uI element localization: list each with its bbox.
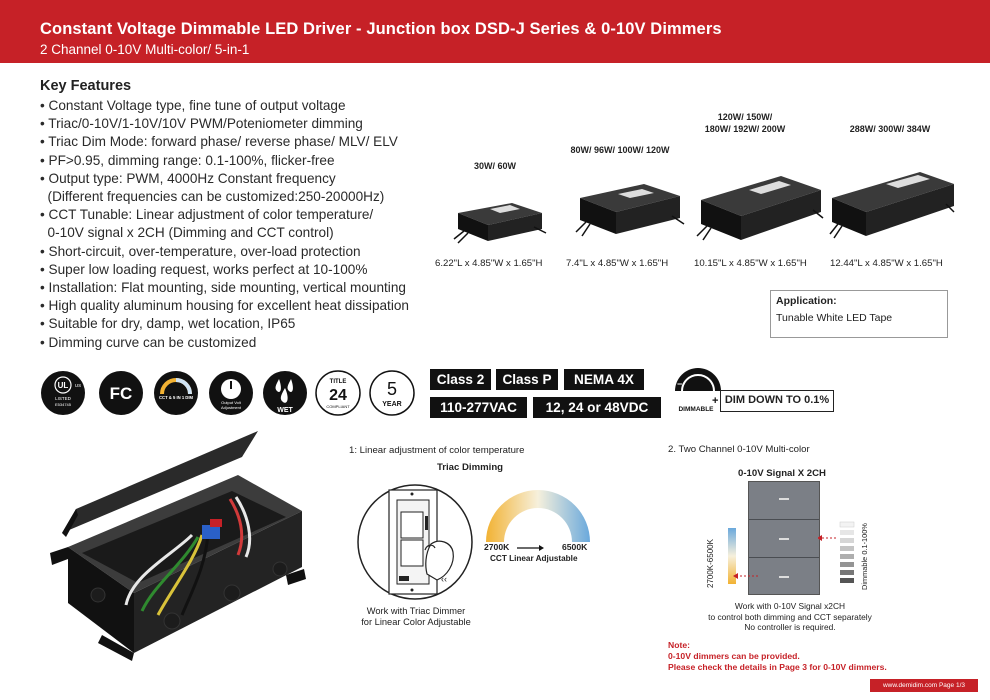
feature-item: • PF>0.95, dimming range: 0.1-100%, flic… <box>40 152 335 168</box>
product-30w-image <box>453 203 547 244</box>
page-header: Constant Voltage Dimmable LED Driver - J… <box>0 0 990 63</box>
svg-text:CCT & 5 IN 1 DIM: CCT & 5 IN 1 DIM <box>159 395 193 400</box>
product-4-dims: 12.44"L x 4.85"W x 1.65"H <box>830 258 943 269</box>
svg-text:TITLE: TITLE <box>330 379 347 385</box>
svg-text:E534745: E534745 <box>55 402 72 407</box>
dual-0-10v-dimmer <box>748 481 820 595</box>
feature-item: 0-10V signal x 2CH (Dimming and CCT cont… <box>40 225 334 241</box>
cct-linear-label: CCT Linear Adjustable <box>490 554 578 563</box>
svg-text:DIMMABLE: DIMMABLE <box>678 406 714 413</box>
svg-text:5: 5 <box>387 379 397 399</box>
feature-item: • Dimming curve can be customized <box>40 334 257 350</box>
svg-text:UL: UL <box>58 381 69 390</box>
section1-subtitle: Triac Dimming <box>436 462 504 473</box>
product-3-dims: 10.15"L x 4.85"W x 1.65"H <box>694 258 807 269</box>
output-volt-adjustment-icon: Output Volt Adjustment <box>209 371 253 415</box>
nema-badge: NEMA 4X <box>564 369 644 390</box>
feature-item: • Suitable for dry, damp, wet location, … <box>40 316 296 332</box>
cct-arc-icon <box>486 490 590 542</box>
svg-text:LISTED: LISTED <box>55 396 72 401</box>
junction-box-image <box>50 431 306 661</box>
product-120w-image <box>696 176 824 241</box>
svg-text:Adjustment: Adjustment <box>221 405 242 410</box>
product-288w-image <box>829 172 955 239</box>
svg-text:US: US <box>75 383 81 388</box>
output-voltage-badge: 12, 24 or 48VDC <box>533 397 661 418</box>
application-value: Tunable White LED Tape <box>776 312 893 324</box>
feature-item: • Constant Voltage type, fine tune of ou… <box>40 98 346 113</box>
feature-item: • Installation: Flat mounting, side moun… <box>40 280 406 296</box>
classp-badge: Class P <box>496 369 558 390</box>
key-features-list: • Constant Voltage type, fine tune of ou… <box>40 97 440 352</box>
feature-item: • Super low loading request, works perfe… <box>40 261 368 277</box>
feature-item: • CCT Tunable: Linear adjustment of colo… <box>40 207 374 223</box>
product-1-dims: 6.22"L x 4.85"W x 1.65"H <box>435 258 543 269</box>
wet-location-icon: WET <box>263 371 307 415</box>
arrow-right-icon <box>517 545 544 551</box>
svg-text:−: − <box>677 379 682 389</box>
application-box: Application: Tunable White LED Tape <box>770 290 948 338</box>
cct-cool-label: 6500K <box>562 542 588 552</box>
svg-text:WET: WET <box>277 407 293 414</box>
section2-title: 2. Two Channel 0-10V Multi-color <box>668 444 810 455</box>
input-voltage-badge: 110-277VAC <box>430 397 527 418</box>
class2-badge: Class 2 <box>430 369 491 390</box>
svg-text:YEAR: YEAR <box>382 401 401 408</box>
product-2-label: 80W/ 96W/ 100W/ 120W <box>570 145 670 155</box>
dim-axis-label: Dimmable 0.1-100% <box>860 523 869 590</box>
svg-text:+: + <box>712 395 718 407</box>
ul-listed-icon: UL US LISTED E534745 <box>41 371 85 415</box>
page-title: Constant Voltage Dimmable LED Driver - J… <box>40 20 722 38</box>
dimmable-icon: − + DIMMABLE <box>675 368 721 413</box>
feature-item: • Triac Dim Mode: forward phase/ reverse… <box>40 134 398 150</box>
dim-down-label: DIM DOWN TO 0.1% <box>720 390 834 412</box>
feature-item: • Short-circuit, over-temperature, over-… <box>40 243 361 259</box>
feature-item: • Triac/0-10V/1-10V/10V PWM/Poteniometer… <box>40 116 363 132</box>
title-24-icon: TITLE 24 COMPLIANT <box>315 370 361 416</box>
cct-axis-label: 2700K-6500K <box>706 539 715 588</box>
feature-item: • Output type: PWM, 4000Hz Constant freq… <box>40 170 336 186</box>
section2-caption: Work with 0-10V Signal x2CH to control b… <box>708 601 872 632</box>
page-subtitle: 2 Channel 0-10V Multi-color/ 5-in-1 <box>40 42 250 57</box>
cct-bar-graphic <box>728 528 758 584</box>
section1-caption: Work with Triac Dimmer for Linear Color … <box>361 606 471 627</box>
product-1-label: 30W/ 60W <box>473 161 516 171</box>
section2-subtitle: 0-10V Signal X 2CH <box>738 468 826 479</box>
feature-item: (Different frequencies can be customized… <box>40 189 385 205</box>
footer-bar: www.demidim.com Page 1/3 <box>870 679 978 692</box>
cct-5in1-icon: CCT & 5 IN 1 DIM <box>154 371 198 415</box>
key-features-title: Key Features <box>40 78 132 94</box>
product-80w-image <box>575 184 685 237</box>
triac-dimmer-illustration: ‹‹ <box>357 484 473 600</box>
svg-text:‹‹: ‹‹ <box>441 574 447 584</box>
svg-text:Output Volt: Output Volt <box>221 400 242 405</box>
svg-text:COMPLIANT: COMPLIANT <box>326 404 350 409</box>
product-3-label: 120W/ 150W/ 180W/ 192W/ 200W <box>704 112 786 134</box>
svg-text:FC: FC <box>110 384 133 403</box>
dim-bars-graphic <box>818 521 855 583</box>
cct-warm-label: 2700K <box>484 542 510 552</box>
product-4-label: 288W/ 300W/ 384W <box>849 124 931 134</box>
product-2-dims: 7.4"L x 4.85"W x 1.65"H <box>566 258 669 269</box>
dimmer-note: Note: 0-10V dimmers can be provided. Ple… <box>668 640 887 672</box>
section1-title: 1: Linear adjustment of color temperatur… <box>349 445 525 456</box>
svg-text:24: 24 <box>329 387 347 404</box>
5-year-warranty-icon: 5 YEAR <box>369 370 415 416</box>
fcc-icon: FC <box>99 371 143 415</box>
feature-item: • High quality aluminum housing for exce… <box>40 298 409 314</box>
application-title: Application: <box>776 295 837 307</box>
